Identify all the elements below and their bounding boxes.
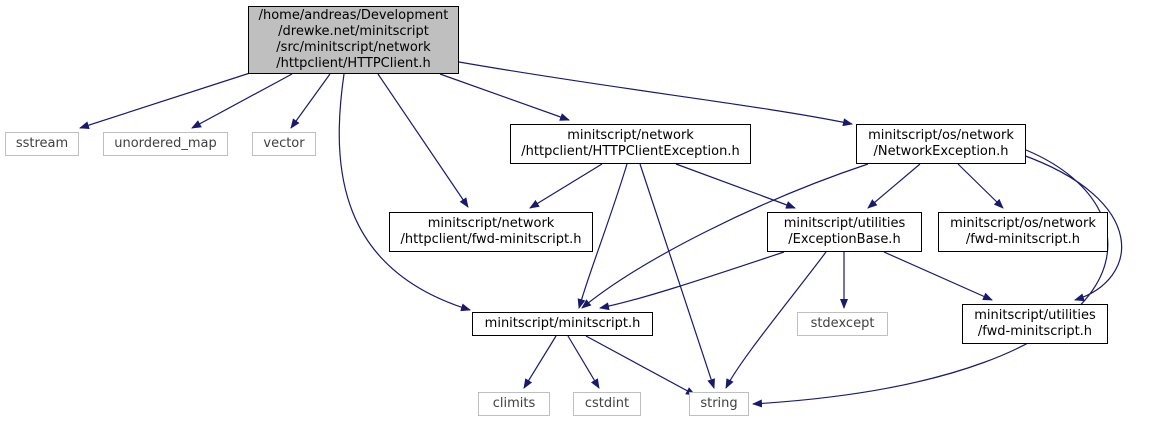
- node-label: minitscript/network/httpclient/HTTPClien…: [521, 128, 739, 160]
- node-exceptionbase-h[interactable]: minitscript/utilities/ExceptionBase.h: [767, 212, 922, 252]
- edge-httpclientexception-to-exceptionbase: [675, 163, 796, 209]
- node-label: stdexcept: [811, 316, 875, 332]
- node-stdexcept[interactable]: stdexcept: [797, 312, 888, 336]
- node-label: unordered_map: [114, 136, 217, 152]
- node-label-line: string: [700, 396, 738, 411]
- node-label: minitscript/os/network/NetworkException.…: [868, 128, 1014, 160]
- node-label: climits: [493, 396, 536, 412]
- node-label-line: /httpclient/fwd-minitscript.h: [400, 232, 582, 247]
- node-label-line: vector: [263, 136, 305, 151]
- node-minitscript-h[interactable]: minitscript/minitscript.h: [472, 312, 653, 336]
- node-label-line: cstdint: [584, 396, 630, 411]
- node-label-line: climits: [492, 396, 536, 411]
- node-label: minitscript/utilities/fwd-minitscript.h: [974, 308, 1095, 340]
- node-label-line: minitscript/network: [427, 216, 555, 231]
- edge-root-to-sstream: [79, 72, 251, 130]
- node-label-line: minitscript/os/network: [950, 216, 1096, 231]
- node-vector[interactable]: vector: [252, 132, 316, 156]
- node-label-line: /httpclient/HTTPClient.h: [276, 56, 431, 71]
- node-label-line: /ExceptionBase.h: [788, 232, 901, 247]
- node-label-line: sstream: [15, 136, 69, 151]
- edge-exceptionbase-to-fwd_utilities: [883, 251, 993, 301]
- node-networkexception-h[interactable]: minitscript/os/network/NetworkException.…: [856, 124, 1026, 164]
- node-sstream[interactable]: sstream: [5, 132, 79, 156]
- node-httpclient-h[interactable]: /home/andreas/Development/drewke.net/min…: [248, 6, 459, 74]
- node-label-line: minitscript/utilities: [783, 216, 906, 231]
- node-string[interactable]: string: [689, 392, 749, 416]
- edge-root-to-fwd_network: [377, 73, 469, 208]
- node-label: string: [700, 396, 737, 412]
- edge-minitscript_h-to-climits: [523, 335, 557, 389]
- node-unordered-map[interactable]: unordered_map: [103, 132, 228, 156]
- node-label-line: /home/andreas/Development: [258, 8, 449, 23]
- node-label: vector: [263, 136, 304, 152]
- node-label-line: minitscript/os/network: [868, 128, 1014, 143]
- node-label-line: /drewke.net/minitscript: [278, 24, 429, 39]
- edge-httpclientexception-to-minitscript_h: [577, 163, 628, 309]
- node-label-line: /NetworkException.h: [873, 144, 1009, 159]
- edge-root-to-unordered_map: [191, 73, 293, 129]
- edge-httpclientexception-to-string: [639, 163, 715, 389]
- edge-httpclientexception-to-fwd_network: [529, 163, 603, 209]
- edge-minitscript_h-to-cstdint: [567, 335, 600, 389]
- node-label-line: /fwd-minitscript.h: [977, 324, 1093, 339]
- edge-root-to-minitscript_h: [338, 73, 471, 312]
- node-label-line: minitscript/minitscript.h: [484, 316, 641, 331]
- node-utilities-fwd-minitscript-h[interactable]: minitscript/utilities/fwd-minitscript.h: [962, 304, 1108, 344]
- node-label: minitscript/network/httpclient/fwd-minit…: [401, 216, 582, 248]
- edge-networkexception-to-fwd_utilities: [1019, 153, 1122, 302]
- edge-networkexception-to-minitscript_h: [581, 163, 869, 309]
- node-label-line: /fwd-minitscript.h: [965, 232, 1081, 247]
- edge-minitscript_h-to-string: [585, 335, 696, 396]
- node-label-line: minitscript/network: [567, 128, 694, 143]
- node-label: /home/andreas/Development/drewke.net/min…: [259, 8, 449, 72]
- node-label: cstdint: [585, 396, 629, 412]
- node-label: sstream: [16, 136, 68, 152]
- edge-networkexception-to-exceptionbase: [867, 163, 921, 209]
- edges-layer: [79, 61, 1122, 408]
- edge-root-to-vector: [290, 73, 331, 129]
- node-label: minitscript/minitscript.h: [485, 316, 641, 332]
- node-label-line: stdexcept: [810, 316, 875, 331]
- node-label: minitscript/utilities/ExceptionBase.h: [784, 216, 905, 248]
- node-label-line: /httpclient/HTTPClientException.h: [521, 144, 740, 159]
- node-os-network-fwd-minitscript-h[interactable]: minitscript/os/network/fwd-minitscript.h: [938, 212, 1108, 252]
- node-cstdint[interactable]: cstdint: [573, 392, 641, 416]
- node-climits[interactable]: climits: [478, 392, 550, 416]
- edge-root-to-httpclientexception: [439, 73, 570, 121]
- node-network-fwd-minitscript-h[interactable]: minitscript/network/httpclient/fwd-minit…: [389, 212, 593, 252]
- node-httpclientexception-h[interactable]: minitscript/network/httpclient/HTTPClien…: [510, 124, 751, 164]
- node-label-line: /src/minitscript/network: [276, 40, 431, 55]
- edge-exceptionbase-to-string: [725, 251, 827, 389]
- node-label: minitscript/os/network/fwd-minitscript.h: [950, 216, 1096, 248]
- edge-networkexception-to-fwd_osnetwork: [957, 163, 1004, 209]
- edge-networkexception-to-string: [752, 149, 1109, 408]
- edge-exceptionbase-to-minitscript_h: [599, 251, 785, 311]
- edge-root-to-networkexception: [458, 61, 853, 127]
- node-label-line: minitscript/utilities: [974, 308, 1096, 323]
- node-label-line: unordered_map: [114, 136, 217, 151]
